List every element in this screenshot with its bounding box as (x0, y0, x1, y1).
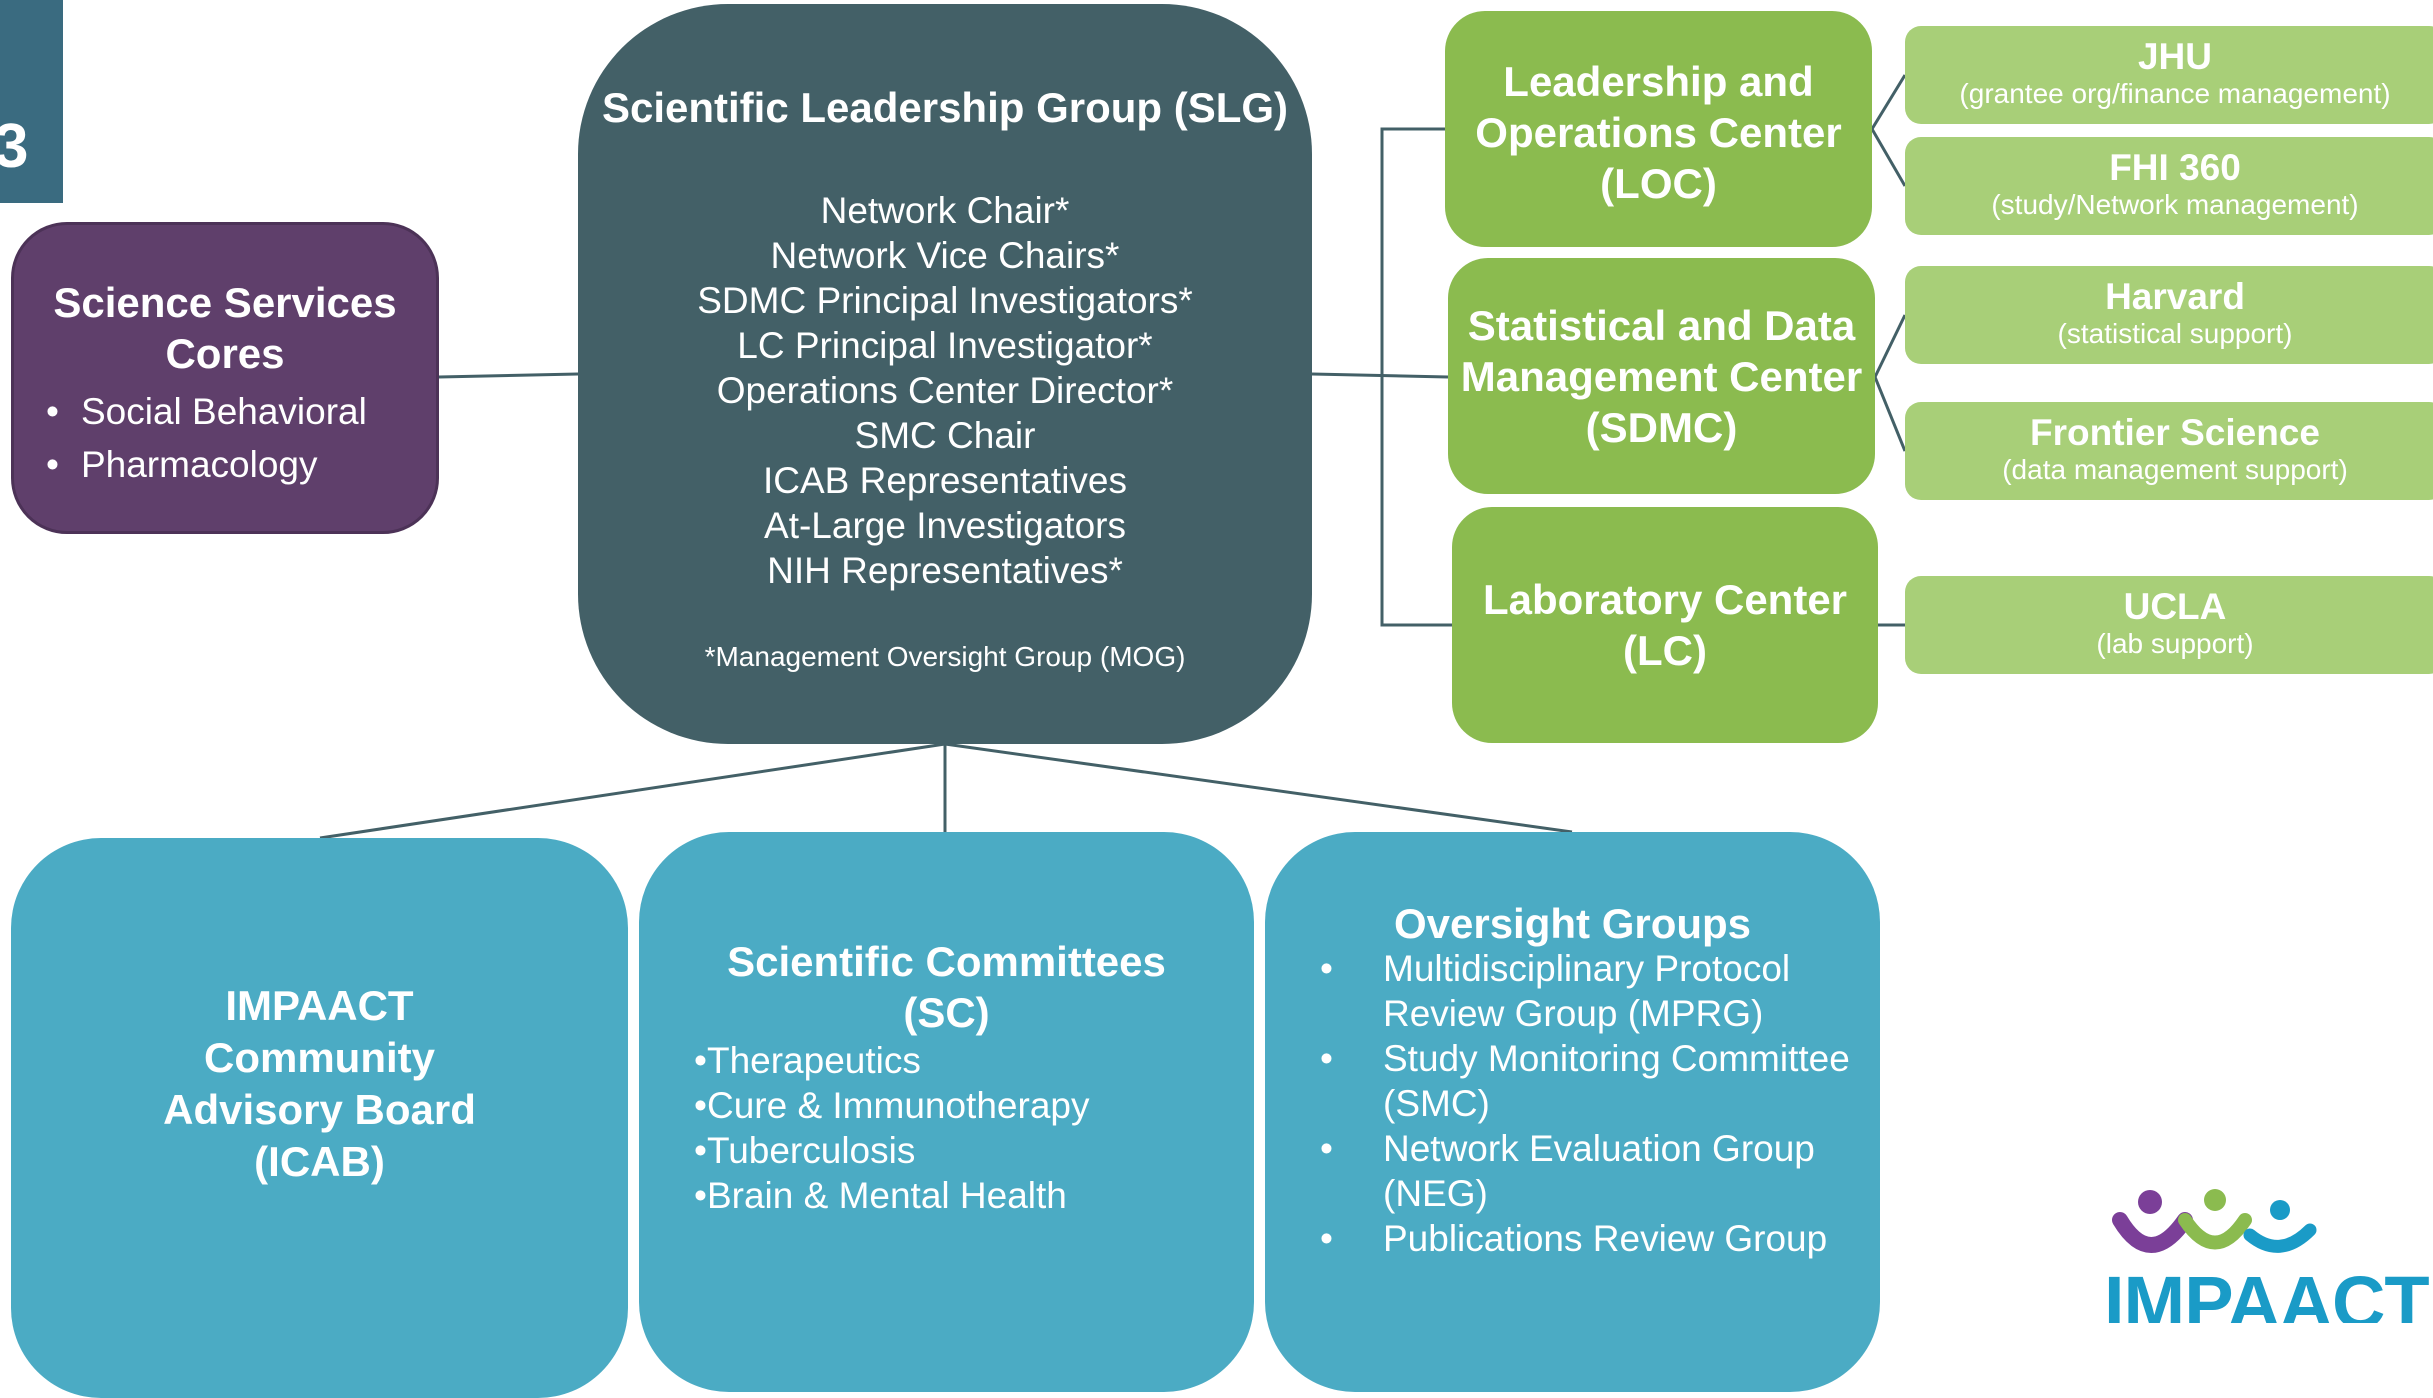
science-services-item: Pharmacology (46, 438, 367, 491)
loc-box: Leadership and Operations Center (LOC) (1445, 11, 1872, 247)
og-title: Oversight Groups (1393, 900, 1752, 947)
slg-member: SDMC Principal Investigators* (697, 280, 1193, 321)
connector-sdmc-frontier (1873, 376, 1907, 452)
connector-lines (319, 74, 1907, 840)
slg-title: Scientific Leadership Group (SLG) (601, 84, 1289, 131)
slg-mog-note: *Management Oversight Group (MOG) (704, 641, 1186, 672)
science-services-title: Science Services Cores (53, 279, 397, 377)
sc-item: Brain & Mental Health (694, 1173, 1089, 1218)
slide-number: 3 (0, 112, 29, 181)
slg-member: NIH Representatives* (767, 550, 1123, 591)
partner-desc: (lab support) (2096, 628, 2254, 659)
sdmc-title: Statistical and Data Management Center (… (1460, 302, 1863, 451)
slg-member: Network Chair* (820, 190, 1070, 231)
slg-box: Scientific Leadership Group (SLG) Networ… (578, 4, 1312, 744)
connector-ssc-slg (438, 372, 579, 379)
slg-member: LC Principal Investigator* (737, 325, 1153, 366)
lc-title: Laboratory Center (LC) (1482, 576, 1848, 674)
partner-ucla: UCLA (lab support) (1905, 576, 2433, 674)
sdmc-box: Statistical and Data Management Center (… (1448, 258, 1875, 494)
connector-slg-og (944, 742, 1573, 834)
slg-member: Operations Center Director* (716, 370, 1174, 411)
partner-desc: (grantee org/finance management) (1959, 78, 2391, 109)
logo-wordmark: IMPAACT (2104, 1261, 2430, 1323)
connector-slg-icab (319, 742, 946, 840)
connector-loc-fhi (1870, 128, 1907, 187)
slg-member: SMC Chair (854, 415, 1036, 456)
science-services-item: Social Behavioral (46, 385, 367, 438)
slg-member: At-Large Investigators (764, 505, 1126, 546)
connector-loc-jhu (1870, 74, 1907, 130)
partner-name: Frontier Science (2030, 412, 2320, 453)
sc-item: Tuberculosis (694, 1128, 1089, 1173)
partner-desc: (data management support) (2002, 454, 2348, 485)
partner-name: FHI 360 (2109, 147, 2241, 188)
partner-name: JHU (2137, 36, 2213, 77)
science-services-cores-box: Science Services Cores Social Behavioral… (11, 222, 439, 534)
partner-desc: (statistical support) (2057, 318, 2293, 349)
loc-title: Leadership and Operations Center (LOC) (1475, 58, 1842, 207)
scientific-committees-box: Scientific Committees (SC) Therapeutics … (639, 832, 1254, 1392)
slide-number-tab: 3 (0, 0, 63, 203)
og-item: Publications Review Group (1320, 1216, 1863, 1261)
og-item: Study Monitoring Committee (SMC) (1320, 1036, 1863, 1126)
partner-harvard: Harvard (statistical support) (1905, 266, 2433, 364)
connector-slg-sdmc (1311, 372, 1449, 379)
partner-desc: (study/Network management) (1991, 189, 2359, 220)
logo-figures-icon (2112, 1189, 2317, 1253)
sc-item: Therapeutics (694, 1038, 1089, 1083)
sc-item: Cure & Immunotherapy (694, 1083, 1090, 1128)
connector-sdmc-harvard (1873, 314, 1907, 378)
sc-title: Scientific Committees (SC) (727, 938, 1166, 1036)
oversight-groups-box: Oversight Groups Multidisciplinary Proto… (1265, 832, 1880, 1392)
og-item: Multidisciplinary Protocol Review Group … (1320, 946, 1863, 1036)
icab-box: IMPAACT Community Advisory Board (ICAB) (11, 838, 628, 1398)
impaact-logo: IMPAACT (2090, 1180, 2433, 1323)
partner-name: UCLA (2123, 586, 2227, 627)
lc-box: Laboratory Center (LC) (1452, 507, 1878, 743)
partner-name: Harvard (2105, 276, 2245, 317)
partner-frontier-science: Frontier Science (data management suppor… (1905, 402, 2433, 500)
og-item: Network Evaluation Group (NEG) (1320, 1126, 1863, 1216)
partner-jhu: JHU (grantee org/finance management) (1905, 26, 2433, 124)
slg-member: Network Vice Chairs* (770, 235, 1120, 276)
slg-member: ICAB Representatives (762, 460, 1127, 501)
partner-fhi360: FHI 360 (study/Network management) (1905, 137, 2433, 235)
icab-title: IMPAACT Community Advisory Board (ICAB) (163, 982, 476, 1185)
connector-centers-bracket (1380, 127, 1452, 627)
slg-members: Network Chair* Network Vice Chairs* SDMC… (578, 188, 1312, 593)
